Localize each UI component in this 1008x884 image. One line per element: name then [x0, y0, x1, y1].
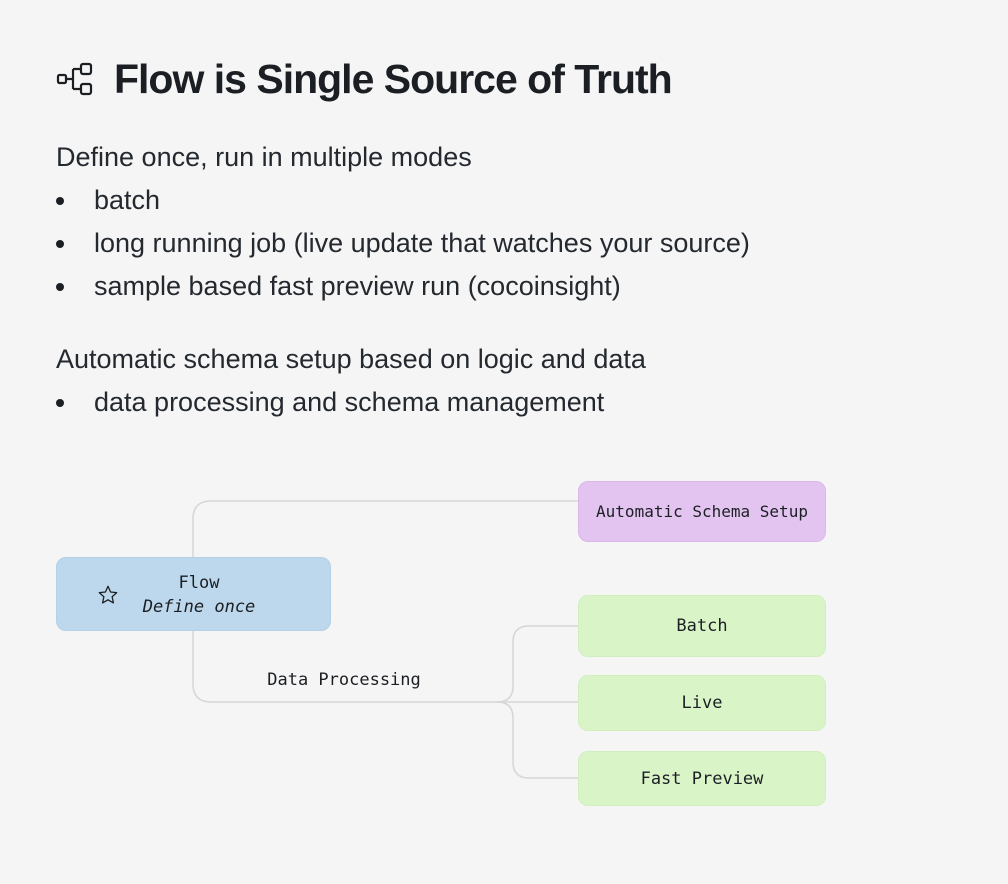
list-item: data processing and schema management — [56, 381, 646, 424]
list-item-text: data processing and schema management — [94, 387, 605, 417]
page-title-row: Flow is Single Source of Truth — [56, 52, 673, 106]
page-title: Flow is Single Source of Truth — [114, 55, 673, 102]
flow-node: Flow Define once — [56, 557, 331, 631]
batch-node: Batch — [578, 595, 826, 657]
schema-heading: Automatic schema setup based on logic an… — [56, 344, 646, 374]
connector-fast-preview — [496, 701, 578, 779]
modes-heading: Define once, run in multiple modes — [56, 142, 472, 172]
modes-list: batch long running job (live update that… — [56, 179, 750, 308]
list-item: batch — [56, 179, 750, 222]
list-item-text: batch — [94, 185, 161, 215]
fast-preview-node: Fast Preview — [578, 751, 826, 806]
schema-list: data processing and schema management — [56, 381, 646, 424]
connector-schema — [192, 500, 578, 557]
bullet-icon — [56, 197, 64, 205]
flow-node-label: Flow — [178, 573, 220, 593]
bullet-icon — [56, 283, 64, 291]
schema-node: Automatic Schema Setup — [578, 481, 826, 542]
connector-batch — [496, 625, 578, 703]
list-item-text: sample based fast preview run (cocoinsig… — [94, 271, 621, 301]
flow-node-texts: Flow Define once — [137, 571, 261, 619]
list-item-text: long running job (live update that watch… — [94, 228, 750, 258]
list-item: long running job (live update that watch… — [56, 222, 750, 265]
schema-section: Automatic schema setup based on logic an… — [56, 338, 646, 424]
flow-node-sublabel: Define once — [142, 597, 256, 617]
star-icon — [98, 585, 118, 604]
flow-diagram-icon — [56, 62, 93, 96]
bullet-icon — [56, 399, 64, 407]
bullet-icon — [56, 240, 64, 248]
data-processing-label: Data Processing — [256, 668, 432, 692]
live-node: Live — [578, 675, 826, 731]
modes-section: Define once, run in multiple modes batch… — [56, 136, 750, 308]
list-item: sample based fast preview run (cocoinsig… — [56, 265, 750, 308]
